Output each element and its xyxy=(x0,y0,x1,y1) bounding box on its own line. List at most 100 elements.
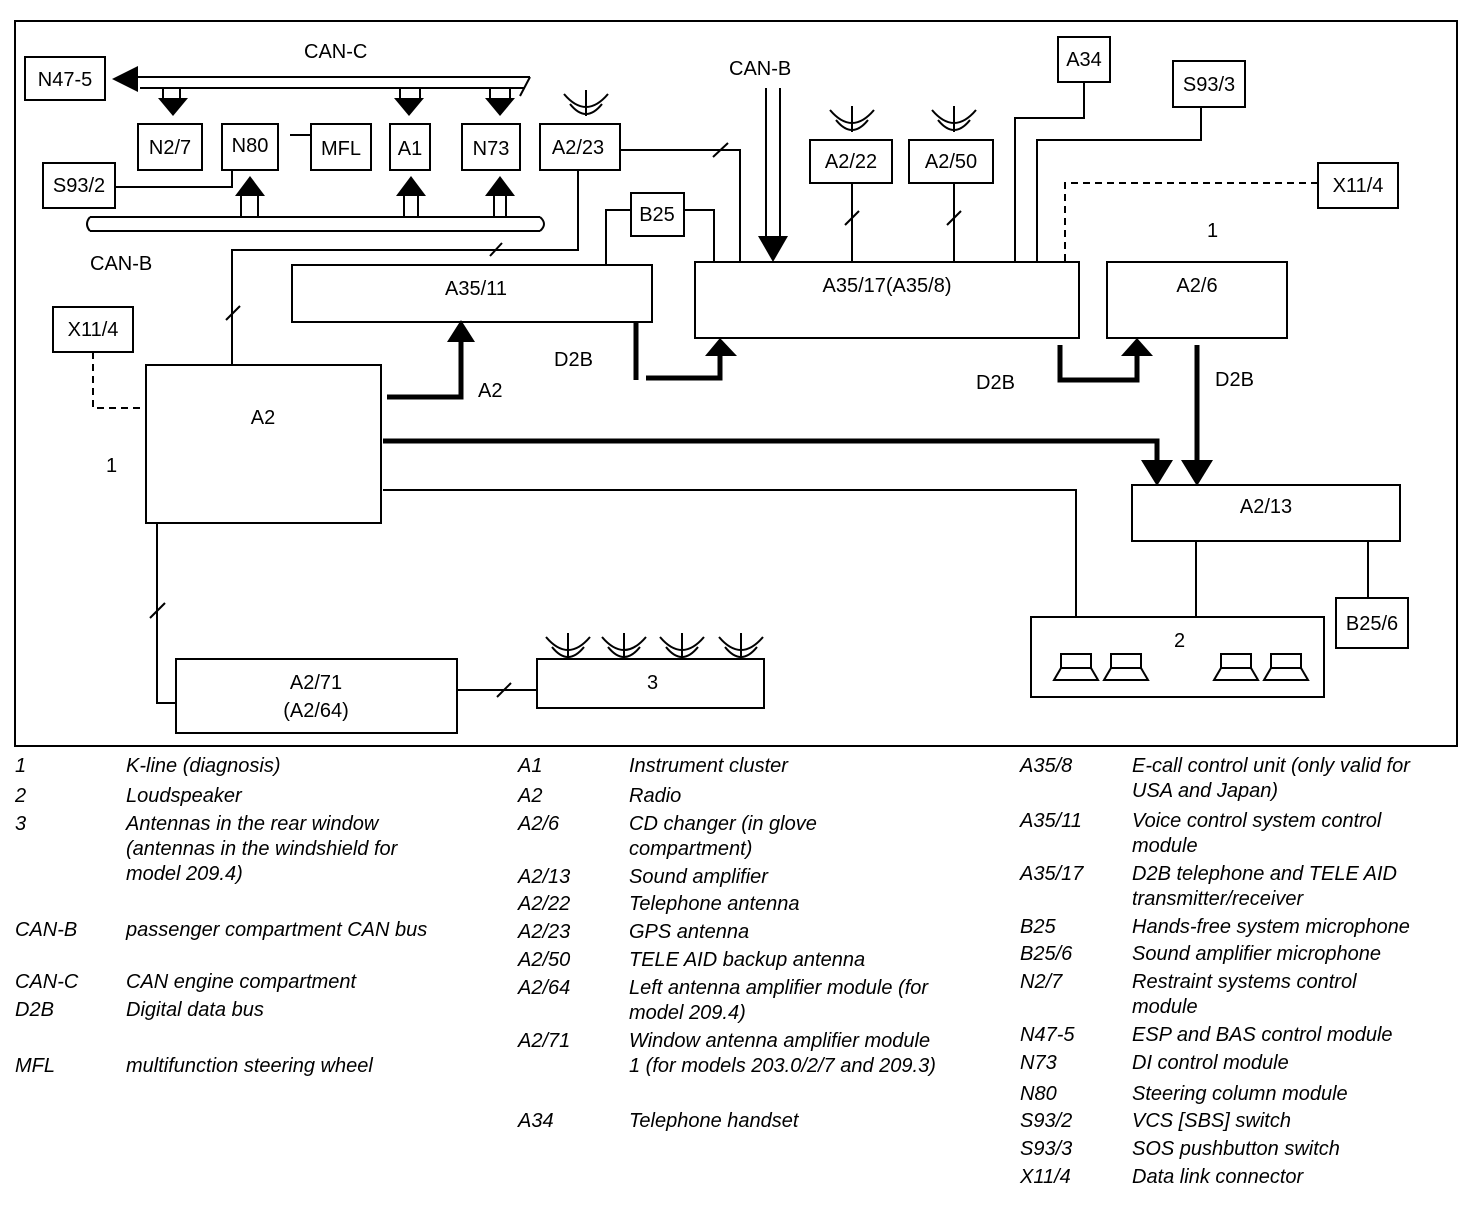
legend-desc: Sound amplifier xyxy=(629,866,768,888)
legend-code: 2 xyxy=(15,785,27,807)
a2-71-box xyxy=(175,658,458,734)
b25-6-box xyxy=(1335,597,1409,649)
legend-item: 2 Loudspeaker xyxy=(15,784,495,809)
legend-code: A35/17 xyxy=(1020,863,1084,885)
diagram-frame xyxy=(14,20,1458,747)
legend-code: S93/2 xyxy=(1020,1110,1073,1132)
b25-6-label: B25/6 xyxy=(1346,613,1398,635)
a2-64-label: (A2/64) xyxy=(283,700,349,722)
legend-desc: Steering column module xyxy=(1132,1083,1348,1105)
a35-11-box xyxy=(291,264,653,323)
legend-desc: passenger compartment CAN bus xyxy=(126,919,428,941)
legend-desc: DI control module xyxy=(1132,1052,1289,1074)
legend-item: A35/8 E-call control unit (only valid fo… xyxy=(1020,754,1460,804)
legend-code: N47-5 xyxy=(1020,1024,1075,1046)
legend-code: A35/8 xyxy=(1020,755,1073,777)
legend-item: A2 Radio xyxy=(518,784,998,809)
a35-17-box xyxy=(694,261,1080,339)
can-c-arrow-n2-7 xyxy=(158,98,188,116)
break-mark xyxy=(946,210,962,226)
n73-label: N73 xyxy=(473,138,510,160)
legend-desc: Instrument cluster xyxy=(629,755,788,777)
can-b-label-left: CAN-B xyxy=(90,253,152,275)
can-c-bus xyxy=(130,76,531,98)
legend-desc: Sound amplifier microphone xyxy=(1132,943,1382,965)
can-c-arrow-a1 xyxy=(394,98,424,116)
legend-item: B25/6 Sound amplifier microphone xyxy=(1020,942,1460,967)
legend-code: 1 xyxy=(15,755,27,777)
legend-item: N2/7 Restraint systems control module xyxy=(1020,970,1460,1020)
rear-window-antenna-icon xyxy=(718,632,764,660)
legend-desc: E-call control unit (only valid for USA … xyxy=(1132,755,1410,802)
n47-5-box xyxy=(24,56,106,101)
s93-3-wire xyxy=(1036,107,1202,262)
d2b-arrow-a35-11 xyxy=(447,320,475,342)
legend-code: N2/7 xyxy=(1020,971,1063,993)
telephone-antenna-icon xyxy=(829,105,875,133)
legend-code: X11/4 xyxy=(1020,1166,1071,1188)
legend-code: A35/11 xyxy=(1020,810,1082,832)
legend-item: B25 Hands-free system microphone xyxy=(1020,915,1460,940)
legend-desc: Digital data bus xyxy=(126,999,264,1021)
break-mark xyxy=(496,682,512,698)
legend-code: B25 xyxy=(1020,916,1056,938)
legend-desc: Restraint systems control module xyxy=(1132,971,1357,1018)
n2-7-label: N2/7 xyxy=(149,137,191,159)
d2b-label-1: D2B xyxy=(554,349,593,371)
x11-4-left-box xyxy=(52,306,134,353)
can-b-label-top: CAN-B xyxy=(729,58,791,80)
k-line-left-label: 1 xyxy=(106,455,117,477)
tele-aid-antenna-icon xyxy=(931,105,977,133)
legend-item: S93/2 VCS [SBS] switch xyxy=(1020,1109,1460,1134)
a2-label: A2 xyxy=(251,407,275,429)
legend-desc: multifunction steering wheel xyxy=(126,1055,373,1077)
rear-window-antenna-icon xyxy=(659,632,705,660)
d2b-label-2: D2B xyxy=(976,372,1015,394)
a2-13-label: A2/13 xyxy=(1240,496,1292,518)
antenna-box xyxy=(536,658,765,709)
legend-code: S93/3 xyxy=(1020,1138,1073,1160)
a2-71-label: A2/71 xyxy=(290,672,342,694)
legend-item: A2/6 CD changer (in glove compartment) xyxy=(518,812,998,862)
legend-item: A35/11 Voice control system control modu… xyxy=(1020,809,1460,859)
antenna-box-label: 3 xyxy=(647,672,658,694)
legend-code: A2 xyxy=(518,785,543,807)
can-b-arrow-n80 xyxy=(235,176,265,196)
a2-50-box xyxy=(908,139,994,184)
n47-5-label: N47-5 xyxy=(38,69,92,91)
legend-item: A35/17 D2B telephone and TELE AID transm… xyxy=(1020,862,1460,912)
n80-box xyxy=(221,123,279,171)
can-b-top-arrow xyxy=(758,236,788,262)
legend-desc: TELE AID backup antenna xyxy=(629,949,866,971)
legend-desc: Voice control system control module xyxy=(1132,810,1382,857)
a2-to-a2-71-wire xyxy=(156,523,176,704)
x11-4-left-label: X11/4 xyxy=(68,319,119,341)
n80-label: N80 xyxy=(232,135,269,157)
legend-item: 1 K-line (diagnosis) xyxy=(15,754,495,779)
legend-item: A2/13 Sound amplifier xyxy=(518,865,998,890)
legend-item: A1 Instrument cluster xyxy=(518,754,998,779)
legend-desc: Loudspeaker xyxy=(126,785,242,807)
legend-desc: Telephone antenna xyxy=(629,893,800,915)
legend-item: N73 DI control module xyxy=(1020,1051,1460,1076)
a35-11-label: A35/11 xyxy=(445,278,507,300)
a2-box xyxy=(145,364,382,524)
legend-code: A2/6 xyxy=(518,813,560,835)
k-line-right-wire xyxy=(1064,182,1318,262)
x11-4-right-box xyxy=(1317,162,1399,209)
break-mark xyxy=(844,210,860,226)
can-c-label: CAN-C xyxy=(304,41,367,63)
gps-antenna-icon xyxy=(563,89,609,117)
legend-desc: Telephone handset xyxy=(629,1110,799,1132)
x11-4-right-label: X11/4 xyxy=(1333,175,1384,197)
legend-code: CAN-B xyxy=(15,919,78,941)
b25-to-a35-11-wire xyxy=(605,209,631,265)
legend-code: A2/23 xyxy=(518,921,571,943)
can-c-arrow-n47-5 xyxy=(112,66,138,92)
a2-50-label: A2/50 xyxy=(925,151,977,173)
legend-desc: GPS antenna xyxy=(629,921,750,943)
b25-box xyxy=(630,192,685,237)
legend-item: X11/4 Data link connector xyxy=(1020,1165,1460,1190)
break-mark xyxy=(225,305,241,321)
a2-22-box xyxy=(809,139,893,184)
